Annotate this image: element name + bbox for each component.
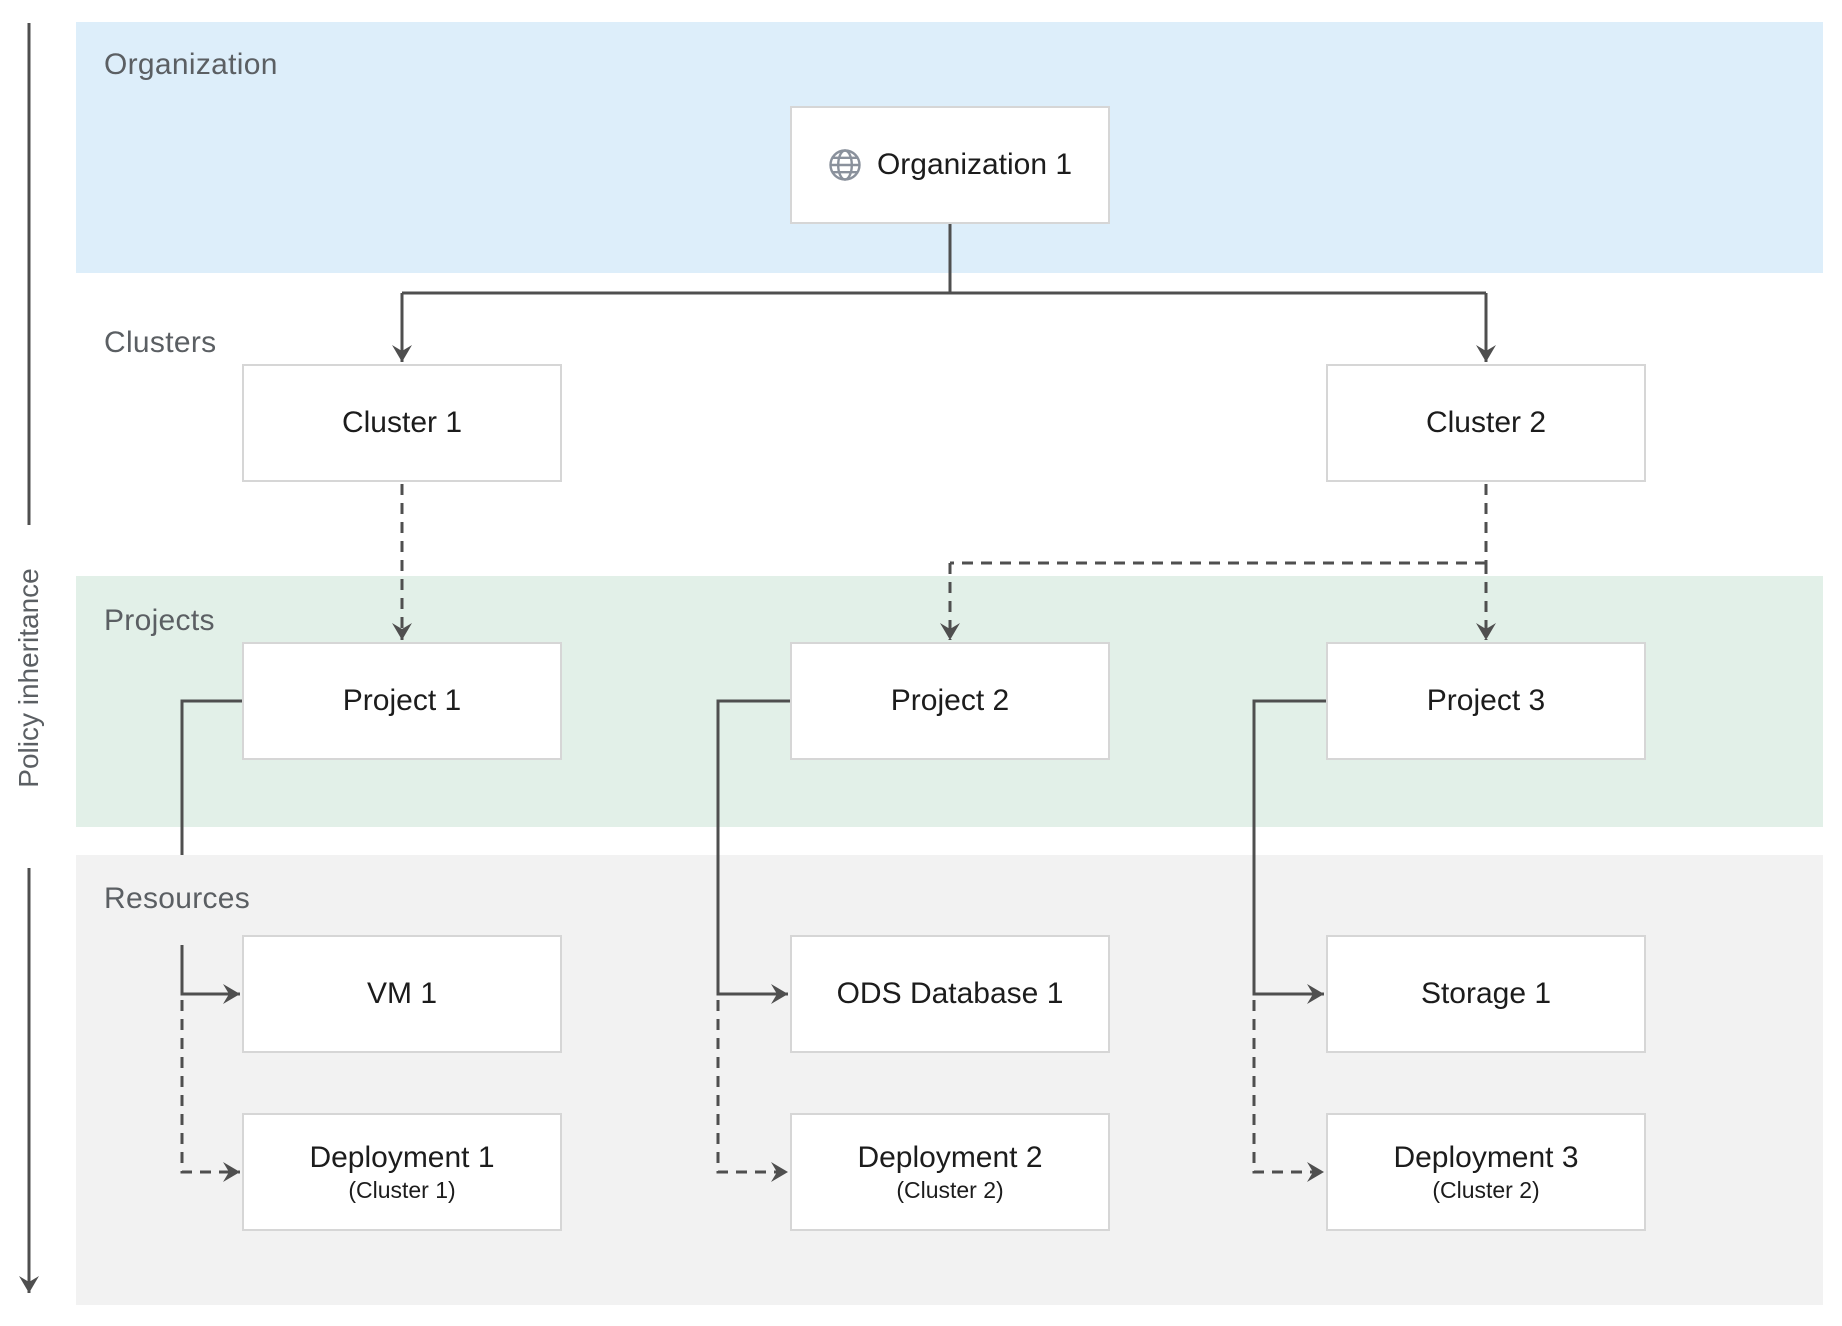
edge-project1-to-deployment1 bbox=[180, 1000, 240, 1182]
node-label: Organization 1 bbox=[876, 148, 1073, 181]
node-label: Deployment 1 bbox=[309, 1140, 495, 1174]
node-ods-database-1: ODS Database 1 bbox=[790, 935, 1110, 1053]
node-deployment-3: Deployment 3 (Cluster 2) bbox=[1326, 1113, 1646, 1231]
node-label: Cluster 2 bbox=[1425, 406, 1547, 439]
node-label: Project 2 bbox=[890, 684, 1010, 717]
node-label: Storage 1 bbox=[1420, 977, 1552, 1010]
band-label-resources: Resources bbox=[104, 882, 251, 915]
edge-project2-to-ods1 bbox=[716, 699, 790, 1004]
node-sublabel: (Cluster 1) bbox=[348, 1177, 456, 1204]
node-label: ODS Database 1 bbox=[836, 977, 1064, 1010]
band-label-projects: Projects bbox=[104, 604, 215, 637]
node-deployment-2: Deployment 2 (Cluster 2) bbox=[790, 1113, 1110, 1231]
edge-project3-to-storage1 bbox=[1252, 699, 1326, 1004]
node-label: Project 1 bbox=[342, 684, 462, 717]
node-project-3: Project 3 bbox=[1326, 642, 1646, 760]
policy-inheritance-label: Policy inheritance bbox=[13, 568, 44, 788]
edge-project1-elbow-upper bbox=[180, 699, 242, 855]
node-sublabel: (Cluster 2) bbox=[1432, 1177, 1540, 1204]
node-label: Cluster 1 bbox=[341, 406, 463, 439]
node-label: Deployment 3 bbox=[1393, 1140, 1579, 1174]
node-label: VM 1 bbox=[366, 977, 438, 1010]
node-label: Deployment 2 bbox=[857, 1140, 1043, 1174]
node-vm-1: VM 1 bbox=[242, 935, 562, 1053]
globe-icon bbox=[829, 149, 861, 181]
node-cluster-2: Cluster 2 bbox=[1326, 364, 1646, 482]
node-organization-1: Organization 1 bbox=[790, 106, 1110, 224]
edge-project3-to-deployment3 bbox=[1252, 1000, 1324, 1182]
band-label-clusters: Clusters bbox=[104, 326, 217, 359]
node-cluster-1: Cluster 1 bbox=[242, 364, 562, 482]
edge-project2-to-deployment2 bbox=[716, 1000, 788, 1182]
node-label: Project 3 bbox=[1426, 684, 1546, 717]
band-label-organization: Organization bbox=[104, 48, 278, 81]
node-deployment-1: Deployment 1 (Cluster 1) bbox=[242, 1113, 562, 1231]
node-sublabel: (Cluster 2) bbox=[896, 1177, 1004, 1204]
node-storage-1: Storage 1 bbox=[1326, 935, 1646, 1053]
edge-project1-to-vm1 bbox=[180, 945, 240, 1004]
node-project-1: Project 1 bbox=[242, 642, 562, 760]
node-project-2: Project 2 bbox=[790, 642, 1110, 760]
